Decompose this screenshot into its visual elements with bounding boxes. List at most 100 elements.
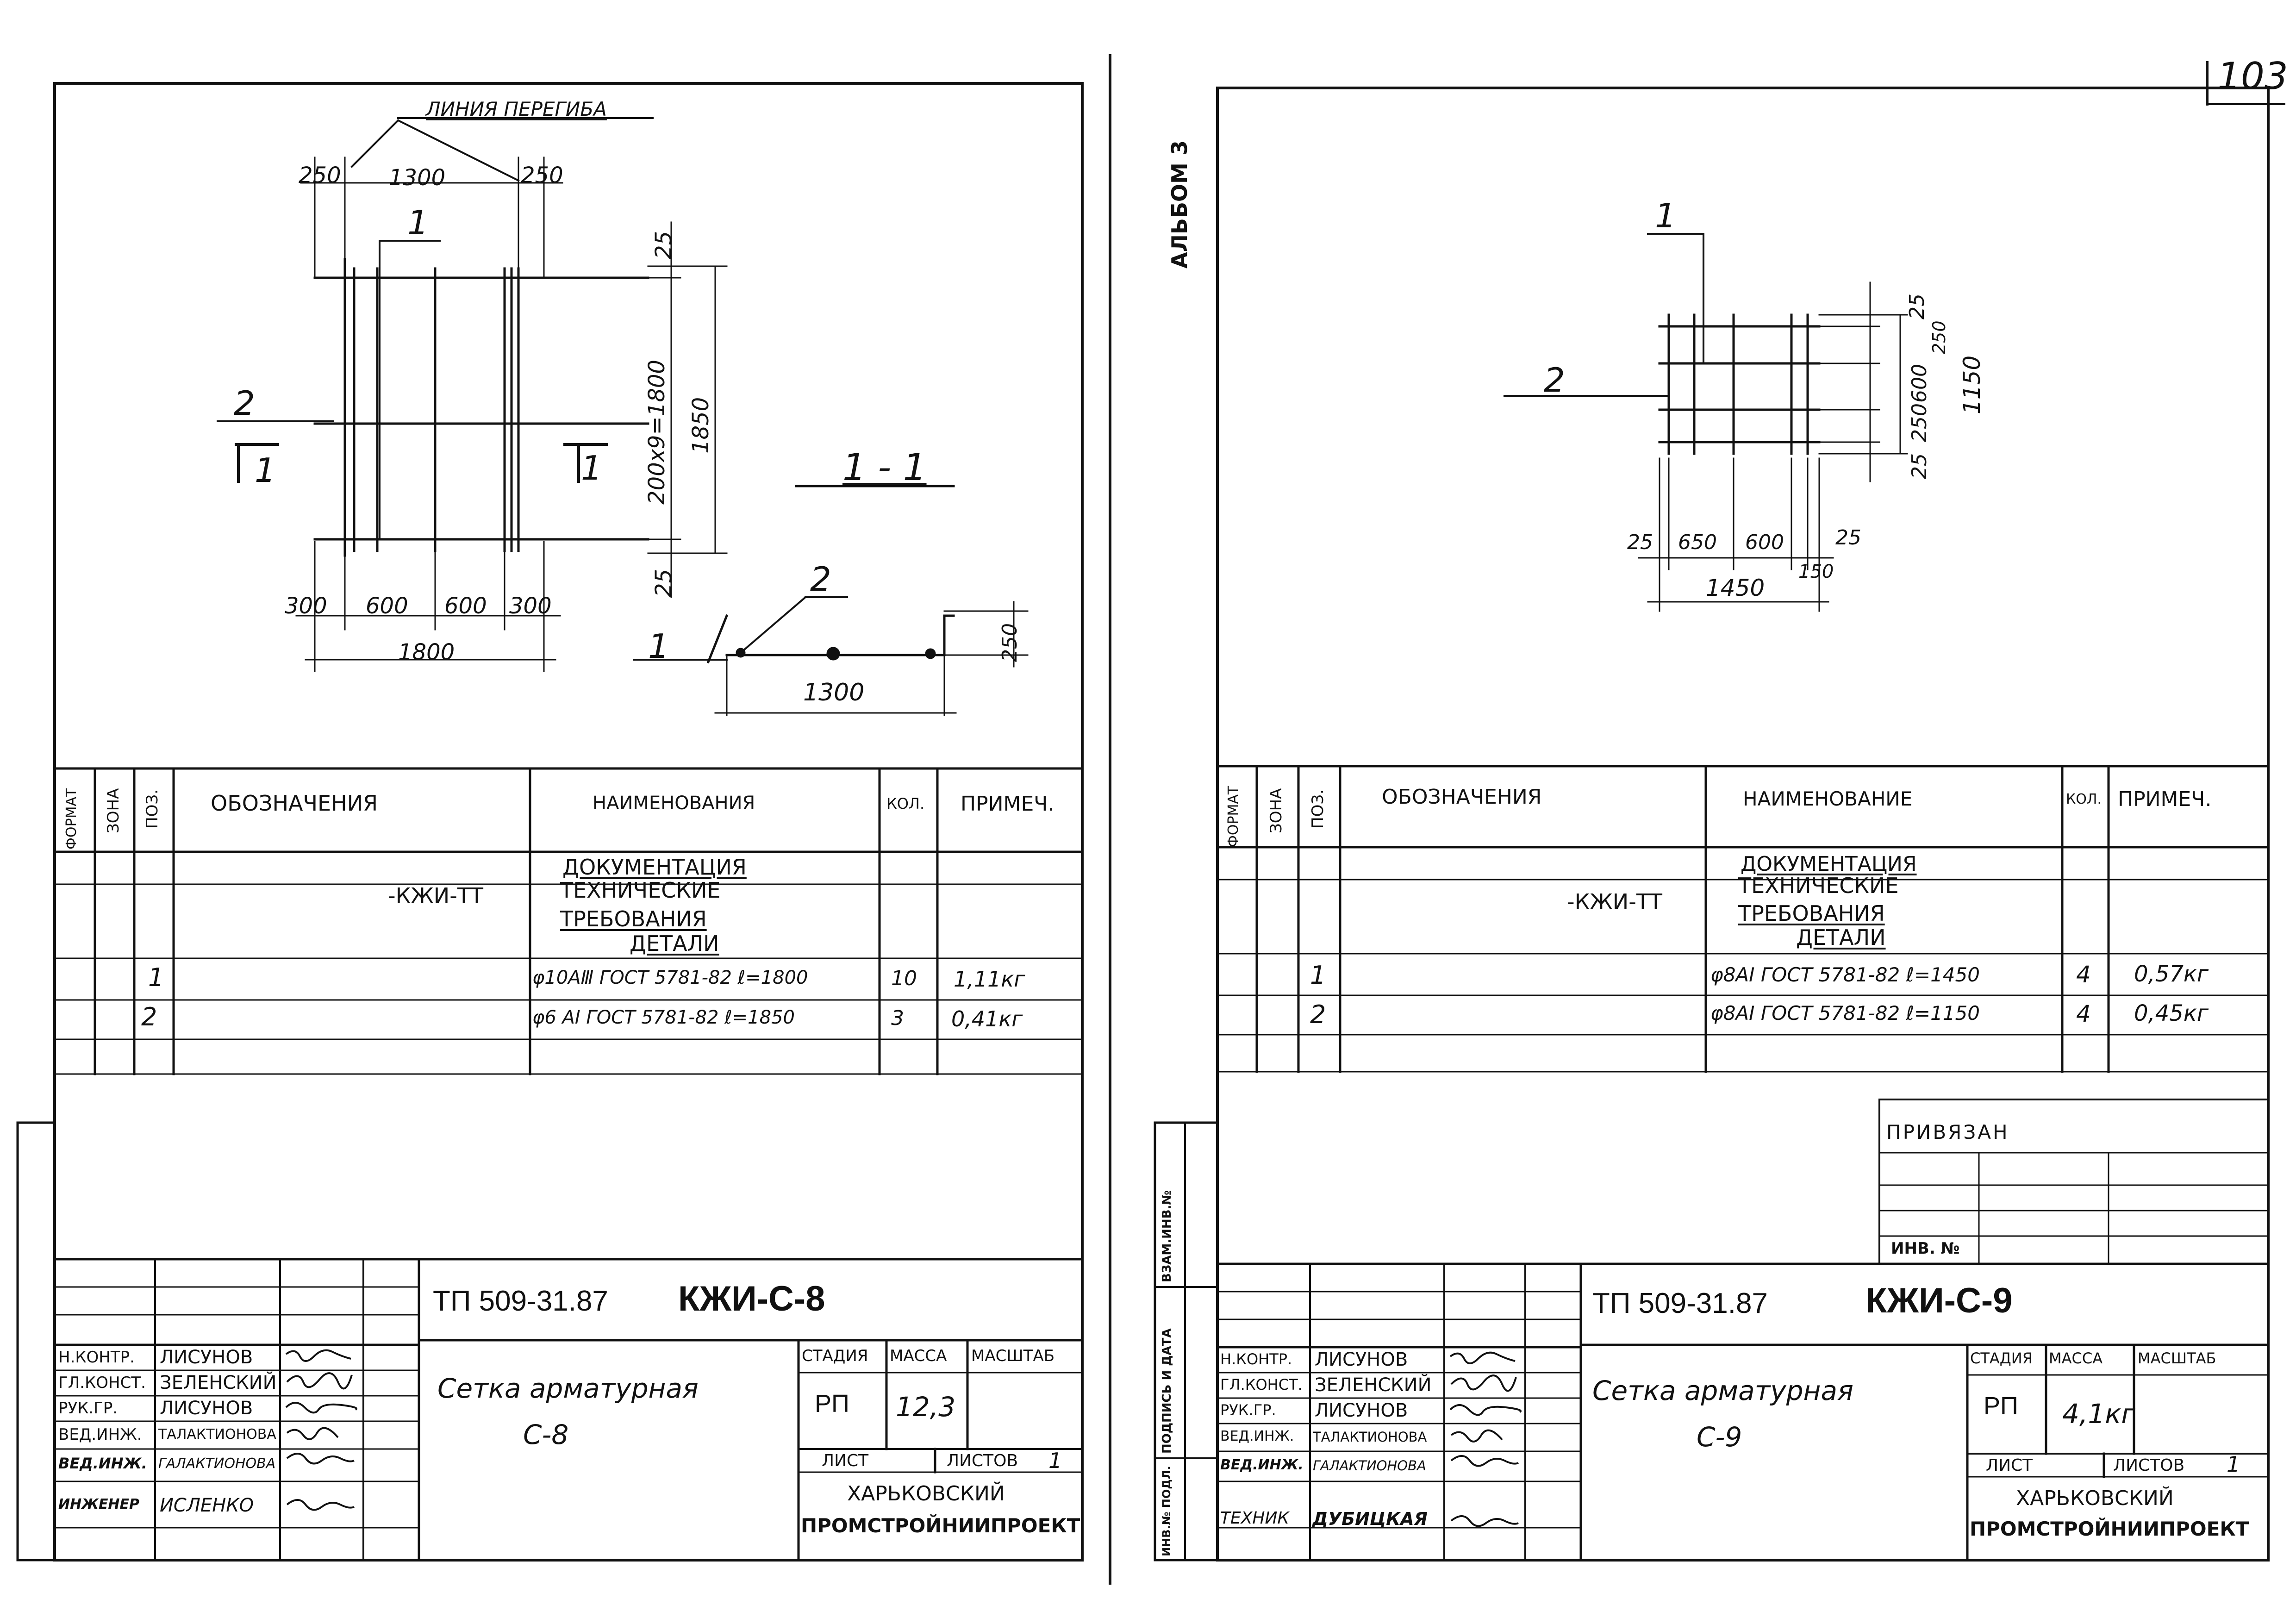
tb-right-stage-label: СТАДИЯ xyxy=(1970,1349,2033,1367)
dim-bottom-c9-650: 650 xyxy=(1678,531,1717,554)
spec-right-row1-name: φ8АI ГОСТ 5781-82 ℓ=1450 xyxy=(1710,963,1980,986)
tb-right-sheets-value: 1 xyxy=(2227,1452,2240,1477)
dim-bottom-c9-total: 1450 xyxy=(1706,575,1765,601)
tb-left-sheet-code: КЖИ-С-8 xyxy=(678,1279,825,1318)
inv-no-label: ИНВ. № xyxy=(1891,1239,1960,1258)
dim-bottom-600a: 600 xyxy=(366,593,408,619)
privyazan-box xyxy=(1878,1099,2269,1265)
spec-right-header-pos: ПОЗ. xyxy=(1309,789,1327,829)
spec-left-row1-name: φ10АⅢ ГОСТ 5781-82 ℓ=1800 xyxy=(532,967,808,988)
tb-right-role-2: ГЛ.КОНСТ. xyxy=(1220,1376,1303,1393)
section-title: 1 - 1 xyxy=(842,446,927,489)
dim-bottom-c9-25b: 25 xyxy=(1835,526,1861,550)
tb-left-role-4: ВЕД.ИНЖ. xyxy=(58,1425,142,1444)
spec-right-header-note: ПРИМЕЧ. xyxy=(2118,787,2212,811)
tb-right-role-6: ТЕХНИК xyxy=(1220,1509,1289,1528)
pos-2-label-right: 2 xyxy=(1544,361,1565,400)
section-pos-2: 2 xyxy=(810,560,831,599)
tb-right-role-3: РУК.ГР. xyxy=(1220,1401,1276,1419)
dim-right-total: 1850 xyxy=(688,397,714,454)
tb-right-name-5: ГАЛАКТИОНОВА xyxy=(1313,1458,1426,1474)
spec-left-header-format: ФОРМАТ xyxy=(63,788,80,849)
dim-top-mid: 1300 xyxy=(389,165,446,191)
tb-left-mass-label: МАССА xyxy=(890,1347,947,1365)
tb-right-doc-code: ТП 509-31.87 xyxy=(1592,1287,1768,1319)
spec-left-docs-heading: ДОКУМЕНТАЦИЯ xyxy=(562,855,747,880)
spec-left-row2-note: 0,41кг xyxy=(951,1006,1023,1031)
spec-right-doc-code: -КЖИ-ТТ xyxy=(1567,889,1663,914)
section-1-1 xyxy=(633,485,1029,716)
tb-right-role-4: ВЕД.ИНЖ. xyxy=(1220,1428,1294,1444)
tb-left-role-2: ГЛ.КОНСТ. xyxy=(58,1374,146,1392)
spec-left-header-designation: ОБОЗНАЧЕНИЯ xyxy=(211,791,378,816)
album-label: АЛЬБОМ 3 xyxy=(1167,140,1192,269)
tb-right-role-5: ВЕД.ИНЖ. xyxy=(1220,1457,1304,1473)
tb-left-name-6: ИСЛЕНКО xyxy=(160,1495,254,1516)
dim-bottom-300b: 300 xyxy=(509,593,552,619)
tb-left-name-4: ТАЛАКТИОНОВА xyxy=(158,1426,276,1443)
signatures-right xyxy=(1449,1351,1522,1527)
pos-2-label-left: 2 xyxy=(234,384,255,423)
tb-right-sheet-label: ЛИСТ xyxy=(1986,1456,2033,1475)
spec-left-doc-name-2: ТРЕБОВАНИЯ xyxy=(560,906,707,931)
tb-right-name-2: ЗЕЛЕНСКИЙ xyxy=(1315,1374,1432,1396)
tb-right-mass-value: 4,1кг xyxy=(2062,1398,2135,1430)
dim-right-c9-600: 600 xyxy=(1908,364,1931,403)
side-label-inv-podl: ИНВ.№ ПОДЛ. xyxy=(1160,1466,1173,1556)
spec-right-row2-pos: 2 xyxy=(1310,1000,1326,1029)
tb-right-title-2: С-9 xyxy=(1697,1421,1742,1453)
side-label-podpis: ПОДПИСЬ И ДАТА xyxy=(1160,1328,1174,1454)
tb-left-title-2: С-8 xyxy=(523,1419,569,1450)
spec-right-header-designation: ОБОЗНАЧЕНИЯ xyxy=(1382,785,1542,809)
spec-right-docs-heading: ДОКУМЕНТАЦИЯ xyxy=(1741,852,1917,876)
dim-right-c9-25a: 25 xyxy=(1905,294,1929,319)
title-block-left xyxy=(53,1258,1084,1562)
tb-right-name-6: ДУБИЦКАЯ xyxy=(1312,1509,1428,1529)
dim-right-25-top: 25 xyxy=(651,231,677,259)
dim-right-c9-25b: 25 xyxy=(1908,453,1931,479)
spec-right-row2-name: φ8АI ГОСТ 5781-82 ℓ=1150 xyxy=(1710,1002,1980,1024)
tb-right-org-2: ПРОМСТРОЙНИИПРОЕКТ xyxy=(1970,1518,2249,1540)
tb-left-mass-value: 12,3 xyxy=(896,1391,956,1423)
dim-bottom-600b: 600 xyxy=(444,593,487,619)
spec-right-header-format: ФОРМАТ xyxy=(1225,786,1242,847)
section-height: 250 xyxy=(998,623,1022,662)
spec-right-row2-qty: 4 xyxy=(2076,1000,2091,1027)
spec-left-row2-qty: 3 xyxy=(891,1006,904,1030)
spec-left-doc-code: -КЖИ-ТТ xyxy=(388,883,484,908)
dim-bottom-total: 1800 xyxy=(398,639,455,665)
tb-right-name-1: ЛИСУНОВ xyxy=(1315,1349,1408,1370)
tb-right-scale-label: МАСШТАБ xyxy=(2138,1349,2216,1367)
spec-right-details-heading: ДЕТАЛИ xyxy=(1796,925,1886,950)
tb-left-role-3: РУК.ГР. xyxy=(58,1399,118,1418)
tb-left-stage-label: СТАДИЯ xyxy=(802,1347,868,1365)
privyazan-label: ПРИВЯЗАН xyxy=(1886,1121,2009,1143)
spec-left-doc-name-1: ТЕХНИЧЕСКИЕ xyxy=(560,878,721,903)
tb-left-sheet-label: ЛИСТ xyxy=(822,1451,869,1470)
tb-left-doc-code: ТП 509-31.87 xyxy=(433,1285,608,1317)
spec-right-row1-pos: 1 xyxy=(1310,961,1326,990)
spec-left-header-pos: ПОЗ. xyxy=(143,789,162,829)
spec-left-row2-pos: 2 xyxy=(141,1002,157,1031)
dim-top-left: 250 xyxy=(299,162,341,188)
dim-bottom-c9-600: 600 xyxy=(1745,531,1784,554)
spec-right-header-zone: ЗОНА xyxy=(1267,788,1285,833)
tb-right-title-1: Сетка арматурная xyxy=(1592,1375,1853,1406)
spec-left-header-qty: КОЛ. xyxy=(886,795,925,812)
pos-1-label-left: 1 xyxy=(407,203,429,242)
tb-left-sheets-label: ЛИСТОВ xyxy=(947,1451,1018,1470)
spec-left-header-note: ПРИМЕЧ. xyxy=(961,792,1054,816)
spec-right-doc-name-2: ТРЕБОВАНИЯ xyxy=(1738,901,1885,926)
spec-table-right xyxy=(1216,765,2270,1073)
tb-right-role-1: Н.КОНТР. xyxy=(1220,1350,1292,1368)
spec-left-row2-name: φ6 АI ГОСТ 5781-82 ℓ=1850 xyxy=(532,1007,795,1028)
section-mark-left: 1 xyxy=(255,451,276,490)
tb-right-sheets-label: ЛИСТОВ xyxy=(2113,1456,2185,1475)
spec-left-row1-qty: 10 xyxy=(891,967,917,990)
dim-right-c9-total: 1150 xyxy=(1959,355,1985,414)
tb-left-name-2: ЗЕЛЕНСКИЙ xyxy=(160,1372,277,1393)
left-sheet-frame xyxy=(53,82,1084,1562)
dim-right-c9-250b: 250 xyxy=(1908,403,1931,442)
tb-left-name-3: ЛИСУНОВ xyxy=(160,1398,253,1419)
